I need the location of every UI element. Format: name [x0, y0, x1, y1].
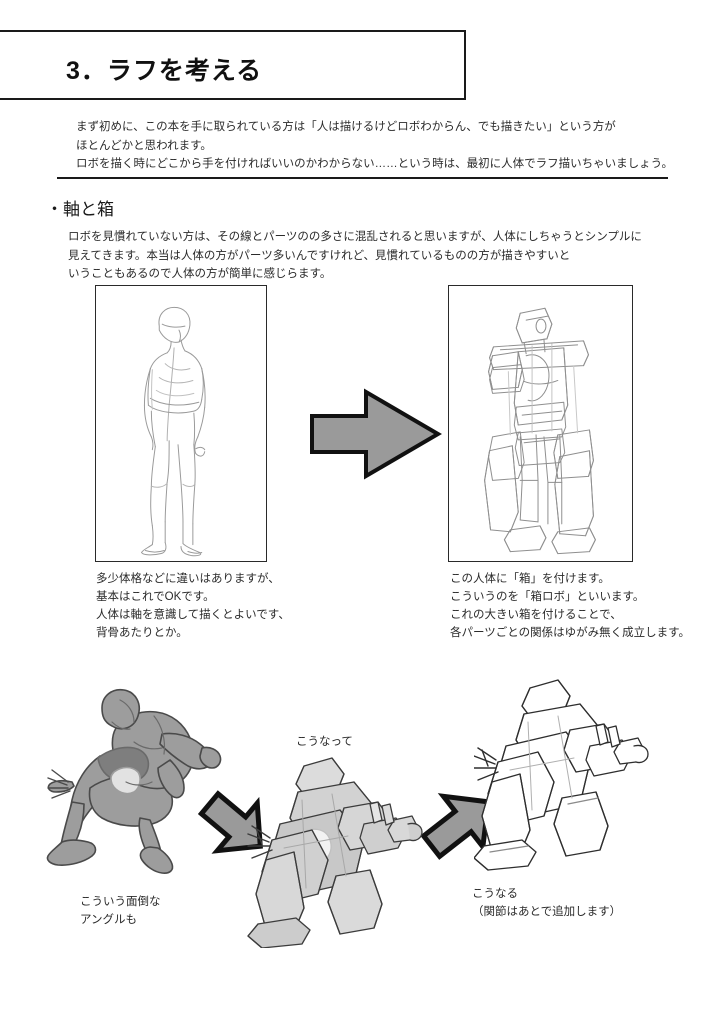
caption-human-line-4: 背骨あたりとか。 — [96, 627, 188, 640]
caption-human-line-3: 人体は軸を意識して描くとよいです、 — [96, 609, 290, 622]
header-box — [0, 30, 466, 100]
caption-bottom-left: こういう面倒な アングルも — [80, 893, 161, 929]
arrow-right-icon — [308, 388, 442, 480]
crouching-box-robot-lineart — [474, 676, 664, 881]
caption-bottom-middle-line-1: こうなって — [296, 736, 353, 748]
caption-bottom-middle: こうなって — [296, 733, 353, 751]
intro-paragraph: まず初めに、この本を手に取られている方は「人は描けるけどロボわからん、でも描きた… — [76, 118, 676, 174]
caption-robot-line-3: これの大きい箱を付けることで、 — [450, 609, 622, 622]
crouching-box-robot-shaded — [236, 748, 426, 948]
caption-robot-line-2: こういうのを「箱ロボ」といいます。 — [450, 591, 645, 604]
caption-bottom-right: こうなる （関節はあとで追加します） — [472, 885, 621, 921]
section-divider — [57, 177, 668, 179]
intro-line-2: ほとんどかと思われます。 — [76, 139, 212, 152]
caption-bottom-right-line-1: こうなる — [472, 888, 518, 900]
caption-bottom-left-line-2: アングルも — [80, 914, 138, 927]
caption-robot-line-1: この人体に「箱」を付けます。 — [450, 573, 610, 585]
caption-human-line-2: 基本はこれでOKです。 — [96, 591, 215, 604]
section-line-3: いうこともあるので人体の方が簡単に感じらます。 — [68, 268, 332, 281]
section-paragraph: ロボを見慣れていない方は、その線とパーツのの多さに混乱されると思いますが、人体に… — [68, 228, 688, 284]
caption-human: 多少体格などに違いはありますが、 基本はこれでOKです。 人体は軸を意識して描く… — [96, 570, 290, 643]
standing-box-robot-sketch — [484, 307, 596, 555]
section-heading: ・軸と箱 — [46, 200, 114, 219]
caption-robot-line-4: 各パーツごとの関係はゆがみ無く成立します。 — [450, 627, 691, 640]
page-title: 3．ラフを考える — [66, 57, 263, 85]
caption-robot: この人体に「箱」を付けます。 こういうのを「箱ロボ」といいます。 これの大きい箱… — [450, 570, 690, 643]
crouching-human-figure — [42, 682, 232, 887]
section-line-2: 見えてきます。本当は人体の方がパーツ多いんですけれど、見慣れているものの方が描き… — [68, 249, 571, 262]
standing-human-body-sketch — [140, 306, 206, 557]
figure-frame-human — [95, 285, 267, 562]
intro-line-3: ロボを描く時にどこから手を付ければいいのかわからない……という時は、最初に人体で… — [76, 158, 673, 171]
caption-bottom-right-line-2: （関節はあとで追加します） — [472, 906, 622, 919]
figure-frame-robot — [448, 285, 633, 562]
arrow-down-right-icon — [197, 788, 272, 862]
section-line-1: ロボを見慣れていない方は、その線とパーツのの多さに混乱されると思いますが、人体に… — [68, 231, 642, 243]
intro-line-1: まず初めに、この本を手に取られている方は「人は描けるけどロボわからん、でも描きた… — [76, 121, 616, 133]
caption-human-line-1: 多少体格などに違いはありますが、 — [96, 573, 280, 585]
caption-bottom-left-line-1: こういう面倒な — [80, 896, 161, 908]
